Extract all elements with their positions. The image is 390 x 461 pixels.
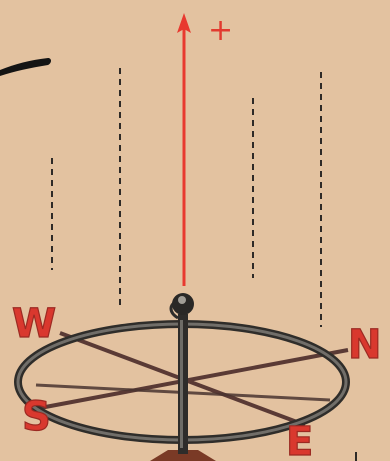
- compass-letter-east: E: [286, 419, 313, 461]
- needle-post-highlight: [180, 320, 183, 448]
- plus-sign: +: [208, 13, 233, 48]
- compass-letter-north: N: [348, 322, 381, 368]
- compass-letter-west: W: [12, 301, 56, 347]
- compass-letter-south: S: [22, 394, 51, 440]
- pivot-knob-shine: [178, 296, 186, 304]
